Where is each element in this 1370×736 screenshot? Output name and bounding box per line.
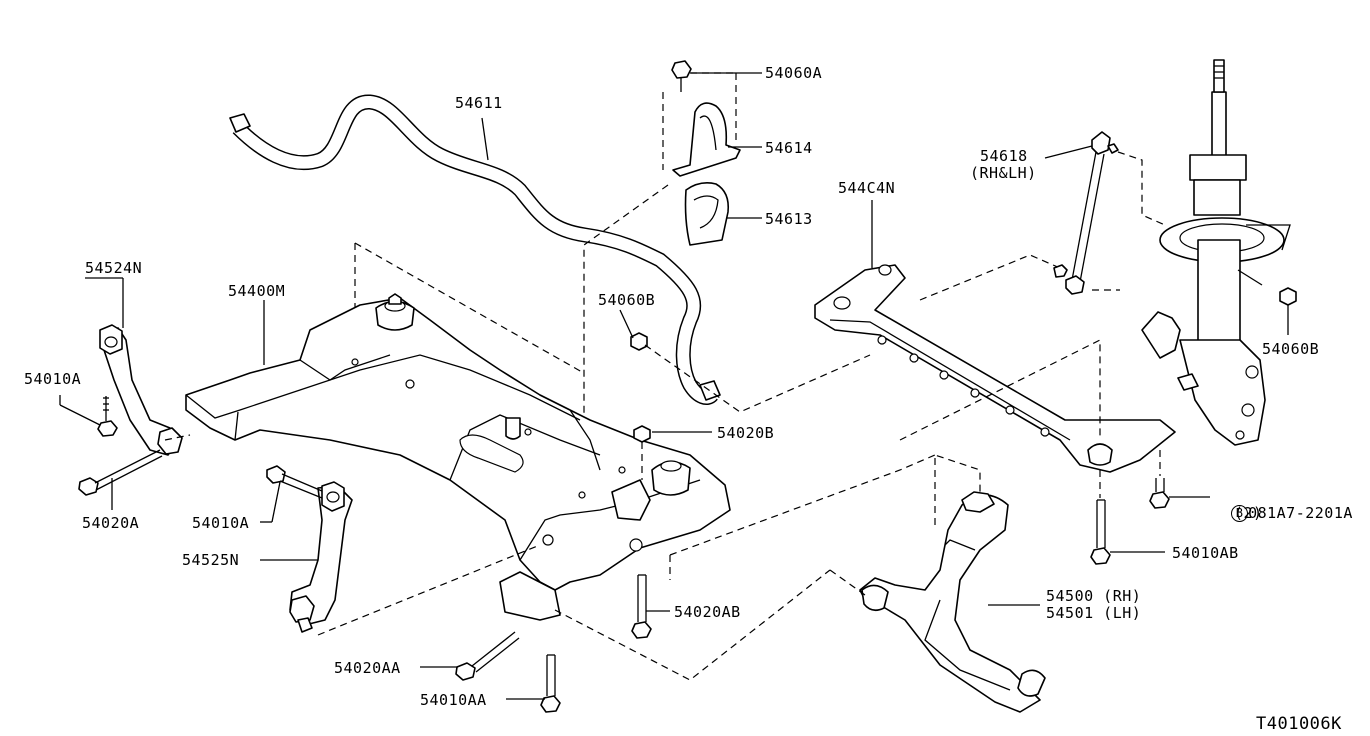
crossmember-54400M (185, 293, 731, 621)
label-54020AB: 54020AB (674, 603, 741, 621)
label-54060B-top: 54060B (598, 291, 656, 309)
label-54010A-left: 54010A (24, 370, 82, 388)
label-54010A-mid: 54010A (192, 514, 250, 532)
label-54525N: 54525N (182, 551, 240, 569)
label-54618-sub: (RH&LH) (970, 164, 1037, 182)
label-54060A: 54060A (765, 64, 823, 82)
label-54400M: 54400M (228, 282, 286, 300)
bracket-54614 (672, 102, 741, 177)
bushing-54613 (684, 182, 730, 246)
label-54020B: 54020B (717, 424, 775, 442)
label-544C4N: 544C4N (838, 179, 896, 197)
label-54613: 54613 (765, 210, 813, 228)
link-54525N (289, 481, 353, 633)
member-544C4N (814, 264, 1176, 473)
nut-54020B (633, 425, 651, 443)
label-54020A: 54020A (82, 514, 140, 532)
label-54010AA: 54010AA (420, 691, 487, 709)
lower-arm-54500 (859, 491, 1046, 713)
strut-assembly (1141, 59, 1291, 446)
nut-54060B-right (1279, 287, 1297, 306)
label-54501: 54501 (LH) (1046, 604, 1142, 622)
bolt-54010AA (540, 654, 561, 713)
label-081A7-text: 081A7-2201A (1248, 504, 1353, 522)
stabilizer-bar-54611 (229, 94, 721, 405)
label-54618: 54618 (980, 147, 1028, 165)
label-54020AA: 54020AA (334, 659, 401, 677)
bolt-081A7-2201A (1149, 478, 1170, 509)
stabilizer-link-54618 (1053, 131, 1119, 295)
bolt-54020AA (455, 631, 520, 681)
bolt-54010A-left (97, 396, 118, 437)
label-54524N: 54524N (85, 259, 143, 277)
label-54500: 54500 (RH) (1046, 587, 1142, 605)
label-54060B-right: 54060B (1262, 340, 1320, 358)
bolt-54020A (78, 449, 163, 496)
bolt-54020AB (631, 574, 652, 639)
bolt-54060A (671, 60, 692, 92)
bolt-badge-icon: B (1231, 505, 1249, 522)
link-54524N (99, 324, 183, 456)
bolt-54010A-mid (266, 465, 323, 499)
bolt-54010AB (1090, 499, 1111, 565)
label-54010AB: 54010AB (1172, 544, 1239, 562)
label-54611: 54611 (455, 94, 503, 112)
nut-54060B-top (630, 332, 648, 351)
label-081A7-qty: (2) (1234, 504, 1263, 522)
diagram-reference: T401006K (1256, 714, 1342, 734)
label-54614: 54614 (765, 139, 813, 157)
